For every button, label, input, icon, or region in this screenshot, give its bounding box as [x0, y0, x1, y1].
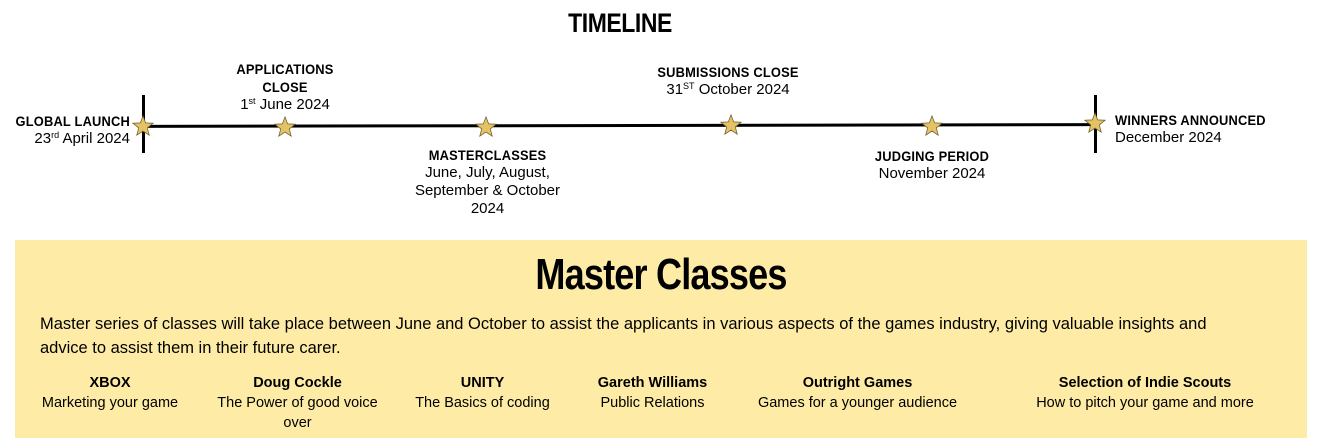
star-icon: [475, 116, 497, 138]
milestone-date-suffix: rd: [51, 130, 60, 140]
class-name: Gareth Williams: [597, 375, 708, 391]
milestone-judging-period: JUDGING PERIOD November 2024: [862, 147, 1002, 183]
milestone-heading: GLOBAL LAUNCH: [15, 113, 131, 129]
milestone-submissions-close: SUBMISSIONS CLOSE 31ST October 2024: [638, 63, 818, 99]
milestone-date: 31: [666, 81, 684, 98]
milestone-date: June 2024: [255, 96, 330, 113]
star-icon: [720, 114, 742, 136]
milestone-heading: APPLICATIONS CLOSE: [236, 61, 334, 95]
class-item: Selection of Indie Scouts How to pitch y…: [1015, 373, 1275, 413]
milestone-date: November 2024: [878, 165, 986, 182]
master-classes-panel: Master Classes Master series of classes …: [15, 240, 1307, 438]
class-name: Doug Cockle: [253, 375, 342, 391]
class-item: Outright Games Games for a younger audie…: [745, 373, 970, 413]
milestone-date: December 2024: [1115, 129, 1222, 146]
milestone-masterclasses: MASTERCLASSES June, July, August, Septem…: [405, 146, 570, 218]
class-item: UNITY The Basics of coding: [400, 373, 565, 413]
star-icon: [1084, 112, 1106, 134]
master-classes-title: Master Classes: [535, 250, 787, 299]
milestone-heading: JUDGING PERIOD: [874, 148, 990, 164]
class-topic: Marketing your game: [41, 395, 179, 411]
milestone-date: June, July, August, September & October …: [414, 164, 561, 217]
class-item: Doug Cockle The Power of good voice over: [205, 373, 390, 433]
milestone-date: April 2024: [59, 130, 130, 147]
milestone-heading: SUBMISSIONS CLOSE: [657, 64, 799, 80]
milestone-applications-close: APPLICATIONS CLOSE 1st June 2024: [220, 60, 350, 114]
milestone-heading: WINNERS ANNOUNCED: [1115, 112, 1266, 128]
master-classes-description: Master series of classes will take place…: [40, 314, 1207, 357]
milestone-date-suffix: st: [248, 96, 256, 106]
milestone-date: October 2024: [694, 81, 790, 98]
milestone-date: 23: [34, 130, 52, 147]
class-item: Gareth Williams Public Relations: [580, 373, 725, 413]
class-topic: The Power of good voice over: [217, 395, 378, 431]
class-topic: How to pitch your game and more: [1036, 395, 1254, 411]
class-name: XBOX: [89, 375, 131, 391]
milestone-date: 1: [240, 96, 249, 113]
star-icon: [132, 115, 154, 137]
timeline-title: TIMELINE: [568, 8, 672, 38]
class-name: UNITY: [460, 375, 505, 391]
class-topic: Public Relations: [600, 395, 705, 411]
milestone-global-launch: GLOBAL LAUNCH 23rd April 2024: [2, 112, 130, 148]
class-topic: Games for a younger audience: [757, 395, 958, 411]
class-item: XBOX Marketing your game: [30, 373, 190, 413]
milestone-date-suffix: ST: [683, 81, 695, 91]
class-name: Outright Games: [802, 375, 913, 391]
class-name: Selection of Indie Scouts: [1058, 375, 1232, 391]
milestone-heading: MASTERCLASSES: [428, 147, 547, 163]
class-topic: The Basics of coding: [415, 395, 550, 411]
milestone-winners-announced: WINNERS ANNOUNCED December 2024: [1115, 111, 1285, 147]
star-icon: [921, 115, 943, 137]
star-icon: [274, 116, 296, 138]
